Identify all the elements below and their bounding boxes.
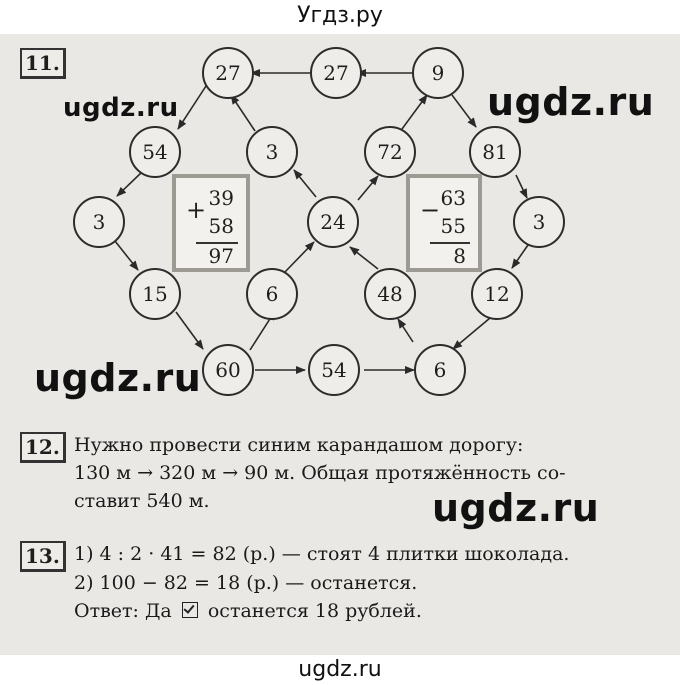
task13-answer: Ответ: Да останется 18 рублей. [74, 600, 422, 622]
diagram-node: 27 [310, 47, 362, 99]
site-header: Угдз.ру [297, 3, 383, 28]
watermark: ugdz.ru [63, 93, 179, 123]
diagram-node: 54 [129, 126, 181, 178]
task-number-11: 11. [20, 48, 66, 79]
arrow [293, 169, 317, 198]
diagram-node: 6 [246, 268, 298, 320]
diagram-node: 15 [129, 268, 181, 320]
site-footer: ugdz.ru [298, 657, 382, 682]
arrow [177, 85, 207, 130]
difference-result: 8 [453, 244, 466, 268]
addend: 58 [208, 214, 234, 238]
diagram-node: 60 [202, 344, 254, 396]
task13-line: 2) 100 − 82 = 18 (р.) — останется. [74, 572, 418, 594]
watermark: ugdz.ru [432, 486, 600, 530]
arrow [349, 246, 379, 270]
minus-sign: − [420, 196, 441, 224]
arrow [175, 311, 204, 350]
diagram-node: 9 [412, 47, 464, 99]
diagram-node: 81 [469, 126, 521, 178]
answer-prefix: Ответ: Да [74, 600, 172, 622]
diagram-node: 3 [513, 196, 565, 248]
diagram-node: 27 [202, 47, 254, 99]
column-addition: + 39 58 97 [172, 174, 250, 272]
task-number-13: 13. [20, 541, 66, 572]
sum-result: 97 [208, 244, 234, 268]
arrow [515, 174, 528, 199]
diagram-node: 24 [307, 196, 359, 248]
diagram-node: 72 [364, 126, 416, 178]
arrow [452, 317, 491, 350]
arrow [116, 171, 143, 197]
arrow [511, 244, 529, 269]
task12-line: ставит 540 м. [74, 490, 210, 512]
column-subtraction: − 63 55 8 [406, 174, 482, 272]
plus-sign: + [186, 196, 207, 224]
task12-line: 130 м → 320 м → 90 м. Общая протяжённост… [74, 462, 566, 484]
answer-suffix: останется 18 рублей. [207, 600, 422, 622]
checkbox-checked-icon [181, 602, 198, 618]
arrow [357, 175, 379, 201]
arrow [401, 94, 428, 130]
difference-line [430, 242, 470, 244]
minuend: 63 [440, 186, 466, 210]
arrow [283, 241, 315, 274]
arrow [451, 94, 477, 128]
addend: 39 [208, 186, 234, 210]
diagram-node: 48 [364, 268, 416, 320]
watermark: ugdz.ru [34, 356, 202, 400]
task13-line: 1) 4 : 2 · 41 = 82 (р.) — стоят 4 плитки… [74, 543, 570, 565]
arrow [397, 318, 414, 343]
diagram-node: 54 [308, 344, 360, 396]
diagram-node: 3 [73, 196, 125, 248]
diagram-node: 6 [414, 344, 466, 396]
task12-line: Нужно провести синим карандашом дорогу: [74, 434, 524, 456]
sum-line [196, 242, 238, 244]
subtrahend: 55 [440, 214, 466, 238]
diagram-node: 12 [471, 268, 523, 320]
arrow [230, 94, 256, 132]
task-number-12: 12. [20, 432, 66, 463]
watermark: ugdz.ru [487, 80, 655, 124]
diagram-node: 3 [246, 126, 298, 178]
